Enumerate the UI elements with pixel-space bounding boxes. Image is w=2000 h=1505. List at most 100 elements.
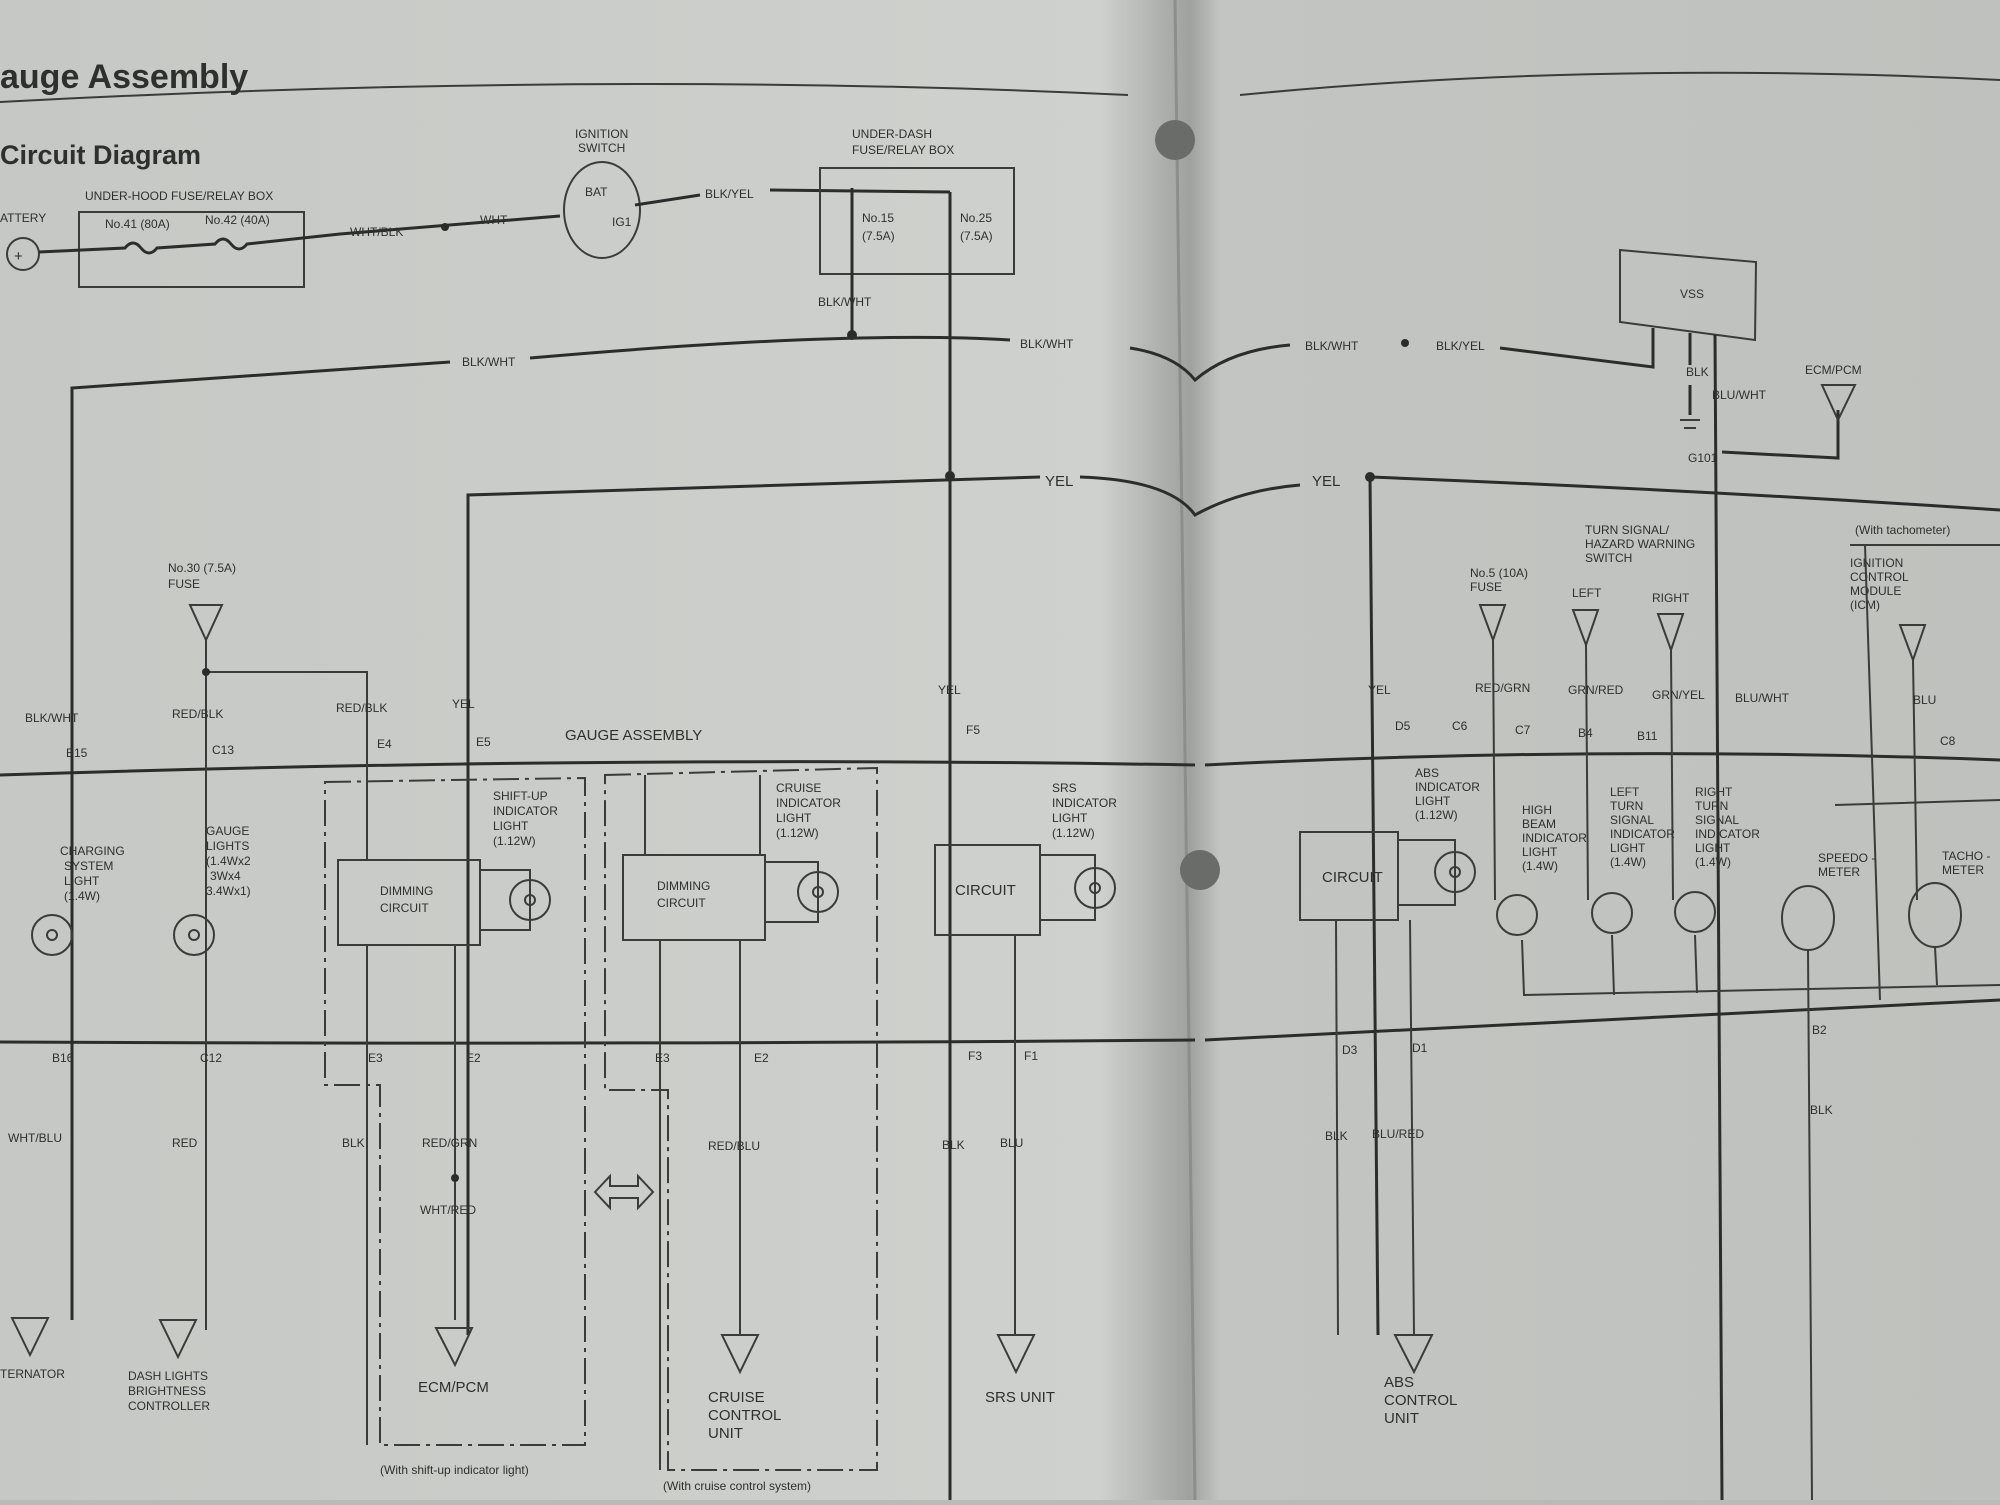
diagram-label: LIGHT xyxy=(776,811,812,825)
diagram-label: INDICATOR xyxy=(1415,780,1480,794)
diagram-label: E3 xyxy=(655,1051,670,1065)
diagram-label: BAT xyxy=(585,185,608,199)
page-title: auge Assembly xyxy=(0,58,248,96)
diagram-label: LIGHT xyxy=(1610,841,1646,855)
binder-hole xyxy=(1155,120,1195,160)
diagram-label: B11 xyxy=(1637,729,1658,743)
bulb-icon xyxy=(1674,891,1716,933)
diagram-label: G101 xyxy=(1688,451,1718,465)
diagram-label: SWITCH xyxy=(1585,551,1632,565)
diagram-label: CONTROL xyxy=(1384,1392,1457,1409)
diagram-label: UNIT xyxy=(1384,1410,1419,1427)
diagram-label: TERNATOR xyxy=(0,1367,65,1381)
diagram-label: FUSE/RELAY BOX xyxy=(852,143,954,157)
diagram-label: HIGH xyxy=(1522,803,1552,817)
diagram-label: LIGHT xyxy=(1052,811,1088,825)
diagram-label: ABS xyxy=(1384,1374,1414,1391)
dimming-circuit-box xyxy=(622,854,766,941)
diagram-label: IGNITION xyxy=(575,127,628,141)
diagram-label: 3.4Wx1) xyxy=(206,884,251,898)
gauge-assembly-left: GAUGE ASSEMBLY No.30 (7.5A) FUSE BLK/WHT… xyxy=(0,561,1196,1493)
diagram-label: WHT xyxy=(480,213,508,227)
diagram-label: MODULE xyxy=(1850,584,1901,598)
diagram-label: RED/BLK xyxy=(336,701,387,715)
diagram-label: BRIGHTNESS xyxy=(128,1384,206,1398)
diagram-label: GAUGE ASSEMBLY xyxy=(565,727,702,744)
diagram-label: BLK xyxy=(1686,365,1709,379)
section-title: Circuit Diagram xyxy=(0,140,201,170)
bulb-icon xyxy=(509,879,551,921)
diagram-label: CONTROL xyxy=(708,1407,781,1424)
diagram-label: BLU xyxy=(1000,1136,1023,1150)
diagram-label: BLK/WHT xyxy=(1305,339,1359,353)
gauge-assembly-right: VSS BLK/WHT BLK/YEL BLK BLU/WHT G101 ECM… xyxy=(1204,248,2000,1501)
diagram-label: BLK/WHT xyxy=(1020,337,1074,351)
diagram-label: C12 xyxy=(200,1051,222,1065)
diagram-label: ECM/PCM xyxy=(418,1379,489,1396)
diagram-label: DIMMING xyxy=(380,884,433,898)
diagram-label: F3 xyxy=(968,1049,982,1063)
diagram-label: + xyxy=(14,248,23,265)
diagram-label: FUSE xyxy=(1470,580,1502,594)
diagram-label: GAUGE xyxy=(206,824,249,838)
diagram-label: F1 xyxy=(1024,1049,1038,1063)
diagram-label: TURN xyxy=(1610,799,1643,813)
diagram-label: No.5 (10A) xyxy=(1470,566,1528,580)
diagram-label: E4 xyxy=(377,737,392,751)
diagram-label: IG1 xyxy=(612,215,632,229)
diagram-label: RED/BLU xyxy=(708,1139,760,1153)
diagram-label: BLU/WHT xyxy=(1712,388,1767,402)
diagram-label: BLU xyxy=(1913,693,1936,707)
diagram-label: VSS xyxy=(1680,287,1704,301)
diagram-label: SIGNAL xyxy=(1610,813,1654,827)
diagram-label: IGNITION xyxy=(1850,556,1903,570)
diagram-label: LEFT xyxy=(1572,586,1602,600)
diagram-label: ECM/PCM xyxy=(1805,363,1862,377)
diagram-label: LIGHT xyxy=(1695,841,1731,855)
diagram-label: BLK/WHT xyxy=(818,295,872,309)
battery-icon xyxy=(6,237,40,271)
diagram-label: SPEEDO - xyxy=(1818,851,1875,865)
diagram-label: E2 xyxy=(466,1051,481,1065)
diagram-label: BEAM xyxy=(1522,817,1556,831)
diagram-label: TURN xyxy=(1695,799,1728,813)
abs-circuit-box xyxy=(1299,831,1399,921)
diagram-label: (1.4W) xyxy=(64,889,100,903)
diagram-label: D5 xyxy=(1395,719,1411,733)
diagram-label: INDICATOR xyxy=(776,796,841,810)
diagram-label: (1.4W) xyxy=(1610,855,1646,869)
diagram-label: CIRCUIT xyxy=(1322,869,1383,886)
diagram-label: B16 xyxy=(52,1051,74,1065)
diagram-label: D3 xyxy=(1342,1043,1358,1057)
diagram-label: LIGHT xyxy=(493,819,529,833)
diagram-label: YEL xyxy=(938,683,961,697)
diagram-label: BLK/YEL xyxy=(705,187,754,201)
diagram-label: C8 xyxy=(1940,734,1956,748)
diagram-label: CONTROL xyxy=(1850,570,1909,584)
ignition-switch-icon xyxy=(563,161,641,259)
diagram-label: C7 xyxy=(1515,723,1531,737)
diagram-label: CRUISE xyxy=(776,781,821,795)
diagram-label: B2 xyxy=(1812,1023,1827,1037)
diagram-label: BLK xyxy=(1810,1103,1833,1117)
diagram-label: WHT/RED xyxy=(420,1203,476,1217)
diagram-label: RED/BLK xyxy=(172,707,223,721)
double-arrow-icon xyxy=(593,1173,655,1211)
diagram-label: WHT/BLU xyxy=(8,1131,62,1145)
diagram-label: WHT/BLK xyxy=(350,225,403,239)
diagram-label: BLK/WHT xyxy=(25,711,79,725)
shift-up-option-box xyxy=(324,776,586,1446)
diagram-label: TURN SIGNAL/ xyxy=(1585,523,1670,537)
diagram-label: (1.4W) xyxy=(1522,859,1558,873)
bulb-icon xyxy=(1591,892,1633,934)
diagram-label: CONTROLLER xyxy=(128,1399,210,1413)
diagram-label: BLK xyxy=(942,1138,965,1152)
diagram-label: (1.12W) xyxy=(493,834,536,848)
diagram-label: No.42 (40A) xyxy=(205,213,270,227)
diagram-label: B4 xyxy=(1578,726,1593,740)
diagram-label: CIRCUIT xyxy=(657,896,706,910)
diagram-label: DIMMING xyxy=(657,879,710,893)
diagram-label: RIGHT xyxy=(1695,785,1733,799)
underdash-fuse-box xyxy=(819,167,1015,275)
